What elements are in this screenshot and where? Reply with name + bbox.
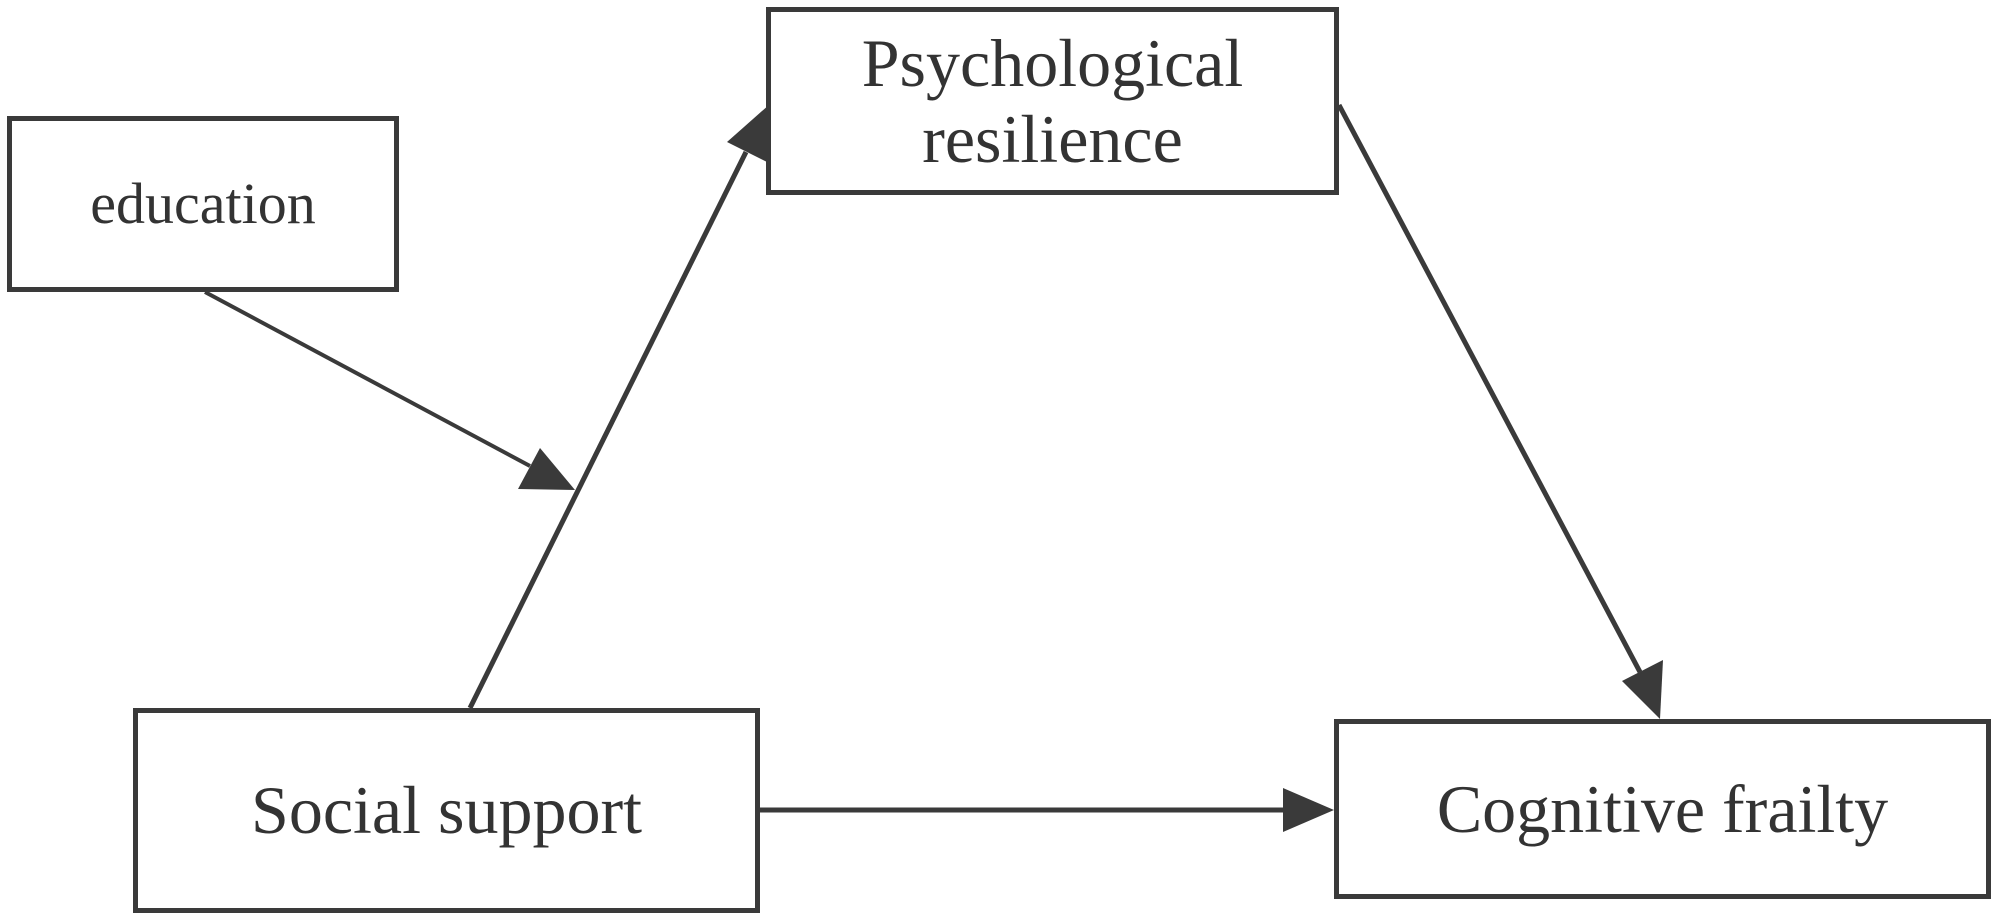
arrow-psych-to-cognitive [1336, 103, 1663, 719]
node-education: education [7, 116, 399, 292]
arrow-social-to-psych [467, 104, 773, 710]
node-cognitive-frailty: Cognitive frailty [1334, 719, 1991, 899]
arrow-social-to-cognitive [760, 788, 1334, 832]
node-social-support: Social support [133, 708, 760, 913]
node-social-label: Social support [251, 772, 642, 849]
node-psych-line1: Psychological [861, 24, 1244, 101]
node-cognitive-label: Cognitive frailty [1436, 770, 1889, 847]
node-psychological-resilience: Psychological resilience [766, 7, 1339, 195]
node-education-label: education [90, 170, 316, 236]
arrow-education-moderation [204, 290, 575, 490]
node-psych-line2: resilience [922, 101, 1183, 177]
